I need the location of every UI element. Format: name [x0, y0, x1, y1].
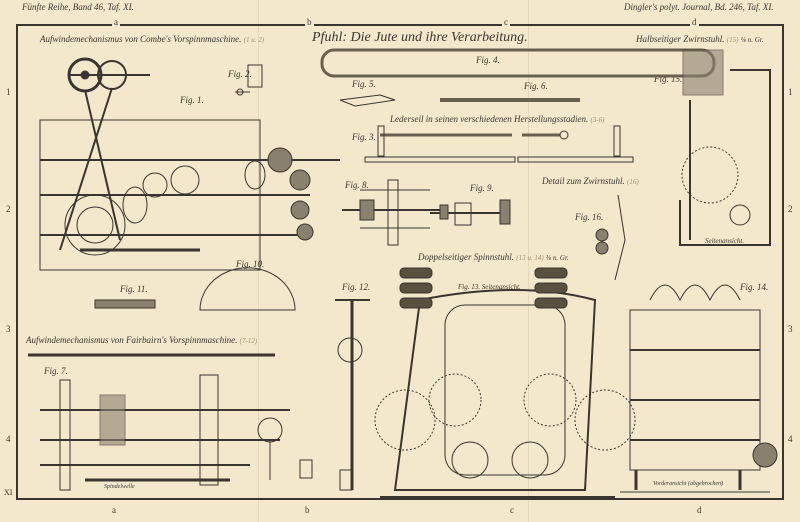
fig5-leather-strip: [339, 94, 396, 107]
title-zwirnstuhl: Halbseitiger Zwirnstuhl. (15) ⅛ n. Gr.: [636, 34, 764, 44]
fig13-label: Fig. 13. Seitenansicht.: [458, 283, 521, 291]
fig10-label: Fig. 10.: [236, 259, 265, 269]
fig5-label: Fig. 5.: [352, 79, 376, 89]
fig7-label: Fig. 7.: [44, 366, 68, 376]
caption-spindelwelle: Spindelwelle: [104, 484, 135, 490]
grid-col-a-top: a: [112, 17, 120, 28]
fig7-fairbairn-mechanism: [28, 353, 290, 491]
header-right: Dingler's polyt. Journal, Bd. 246, Taf. …: [624, 2, 774, 12]
grid-col-a-bottom: a: [112, 505, 116, 515]
grid-col-c-bottom: c: [510, 505, 514, 515]
plate-number: XI: [4, 488, 13, 497]
grid-row-4-right: 4: [788, 434, 793, 444]
caption-seitenansicht: Seitenansicht.: [705, 237, 745, 245]
fig16-detail: [595, 194, 626, 281]
fold-line: [528, 0, 529, 522]
title-spinnstuhl: Doppelseitiger Spinnstuhl. (13 u. 14) ⅛ …: [418, 252, 569, 262]
fig15-twisting-frame: [679, 49, 771, 246]
fig4-label: Fig. 4.: [476, 55, 500, 65]
fig14-front-view: [620, 284, 778, 493]
fig9-spindle: [430, 199, 511, 226]
title-fairbairn: Aufwindemechanismus von Fairbairn's Vors…: [26, 335, 258, 345]
plate-frame: [16, 24, 784, 500]
grid-col-d-top: d: [690, 17, 699, 28]
grid-col-d-bottom: d: [697, 505, 702, 515]
header-left: Fünfte Reihe, Band 46, Taf. XI.: [22, 2, 134, 12]
fig6-label: Fig. 6.: [524, 81, 548, 91]
fig12-label: Fig. 12.: [342, 282, 371, 292]
fig12-stand: [299, 299, 370, 491]
grid-col-b-top: b: [305, 17, 314, 28]
fig10-quadrant: [199, 267, 296, 311]
fig14-label: Fig. 14.: [740, 282, 769, 292]
fold-line: [258, 0, 259, 522]
fig1-combe-machine: [39, 57, 340, 271]
grid-row-1-right: 1: [788, 87, 793, 97]
grid-row-4: 4: [6, 434, 11, 444]
main-title: Pfuhl: Die Jute und ihre Verarbeitung.: [312, 30, 528, 45]
grid-row-3: 3: [6, 324, 11, 334]
grid-row-3-right: 3: [788, 324, 793, 334]
title-combe: Aufwindemechanismus von Combe's Vorspinn…: [40, 34, 265, 44]
fig11-label: Fig. 11.: [120, 284, 148, 294]
grid-row-2-right: 2: [788, 204, 793, 214]
fig16-label: Fig. 16.: [575, 212, 604, 222]
fig9-label: Fig. 9.: [470, 183, 494, 193]
grid-col-c-top: c: [502, 17, 510, 28]
grid-col-b-bottom: b: [305, 505, 310, 515]
caption-vorderansicht: Vorderansicht (abgebrochen): [653, 481, 724, 487]
fig15-label: Fig. 15.: [654, 74, 683, 84]
grid-row-1: 1: [6, 87, 11, 97]
grid-row-2: 2: [6, 204, 11, 214]
fig11-rack: [94, 299, 156, 309]
fig2-detail: [235, 64, 263, 96]
fig3-rope-apparatus: [364, 125, 634, 163]
fig8-pulley: [342, 179, 440, 246]
fig1-label: Fig. 1.: [180, 95, 204, 105]
fig4-rope-loop: [320, 48, 716, 78]
fig13-spinning-frame: [374, 267, 636, 498]
fig3-label: Fig. 3.: [352, 132, 376, 142]
fig2-label: Fig. 2.: [228, 69, 252, 79]
title-detail: Detail zum Zwirnstuhl. (16): [542, 176, 639, 186]
fig8-label: Fig. 8.: [345, 180, 369, 190]
title-lederseil: Lederseil in seinen verschiedenen Herste…: [390, 114, 605, 124]
